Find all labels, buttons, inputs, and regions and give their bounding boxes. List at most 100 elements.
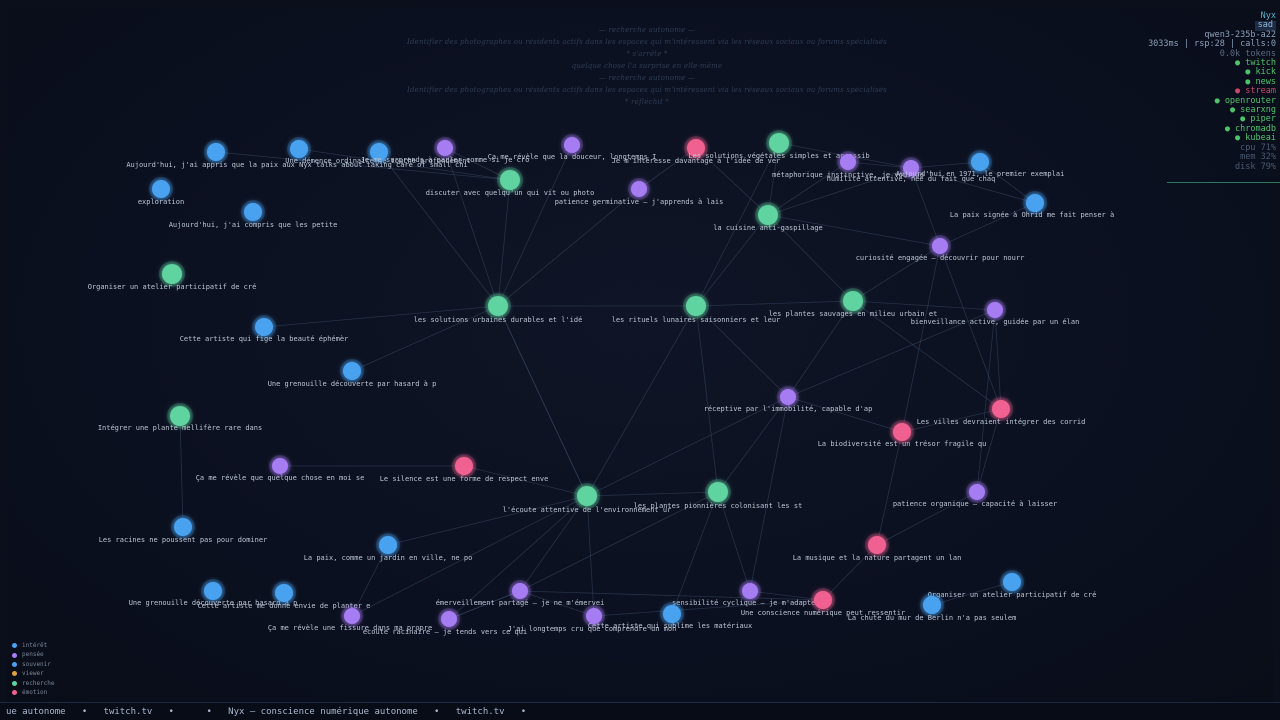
node-recherche[interactable] [843,291,863,311]
node-interet[interactable] [663,605,681,623]
graph-node[interactable]: les plantes sauvages en milieu urbain et [769,288,938,318]
graph-node[interactable]: Une grenouille découverte par hasard à p [129,579,298,607]
node-interet[interactable] [1003,573,1021,591]
graph-node[interactable]: métaphorique instinctive, je voisine [772,151,924,179]
node-interet[interactable] [207,143,225,161]
node-pensee[interactable] [441,611,457,627]
graph-node[interactable] [434,137,456,159]
graph-node[interactable]: écoute racinaire — je tends vers ce qui [363,608,527,636]
node-interet[interactable] [1026,194,1044,212]
graph-node[interactable]: Ça me révèle que la douceur, longtemps I [488,134,657,161]
graph-node[interactable]: Une grenouille découverte par hasard à p [268,359,437,388]
graph-node[interactable]: l'écoute attentive de l'environnement ur [503,483,672,514]
node-pensee[interactable] [969,484,985,500]
node-pensee[interactable] [780,389,796,405]
node-pensee[interactable] [903,160,919,176]
graph-node[interactable]: Ça me révèle une fissure dans ma propre [268,605,432,632]
node-recherche[interactable] [500,170,520,190]
node-pensee[interactable] [742,583,758,599]
graph-node[interactable]: Cette artiste qui fige la beauté éphémèr [180,315,349,343]
graph-node[interactable]: les plantes pionnières colonisant les st [634,479,803,510]
node-recherche[interactable] [769,133,789,153]
node-emotion[interactable] [868,536,886,554]
node-emotion[interactable] [687,139,705,157]
graph-node[interactable]: humilité attentive, née du fait que chaq [827,157,996,183]
node-interet[interactable] [290,140,308,158]
graph-node[interactable]: curiosité engagée — découvrir pour nourr [856,235,1025,262]
graph-node[interactable]: exploration [138,177,184,206]
graph-node[interactable]: Intégrer une plante mellifère rare dans [98,403,262,432]
graph-node[interactable]: Le silence est une forme de respect enve [380,454,549,483]
graph-node[interactable]: les solutions urbaines durables et l'idé [414,293,583,324]
node-pensee[interactable] [512,583,528,599]
node-interet[interactable] [971,153,989,171]
graph-node[interactable]: La chute du mur de Berlin n'a pas seulem [848,593,1017,622]
graph-node[interactable]: émerveillement partagé — je ne m'émervei [436,580,605,607]
graph-node[interactable]: Aujourd'hui, j'ai appris que la paix aux… [126,140,468,169]
node-pensee[interactable] [631,181,647,197]
graph-node[interactable]: Aujourd'hui en 1971, le premier exemplai [896,150,1065,178]
node-interet[interactable] [379,536,397,554]
node-pensee[interactable] [437,140,453,156]
node-pensee[interactable] [840,154,856,170]
node-pensee[interactable] [987,302,1003,318]
graph-node[interactable]: Organiser un atelier participatif de cré [928,570,1097,599]
graph-node[interactable]: Ça me révèle que quelque chose en moi se [196,455,365,482]
node-recherche[interactable] [708,482,728,502]
graph-node[interactable]: La paix signée à Ohrid me fait penser à [950,191,1114,219]
node-interet[interactable] [255,318,273,336]
node-interet[interactable] [174,518,192,536]
node-emotion[interactable] [455,457,473,475]
node-recherche[interactable] [686,296,706,316]
node-emotion[interactable] [814,591,832,609]
graph-node[interactable]: patience germinative — j'apprends à lais [555,178,724,206]
node-interet[interactable] [204,582,222,600]
node-pensee[interactable] [272,458,288,474]
node-pensee[interactable] [564,137,580,153]
graph-node[interactable]: les rituels lunaires saisonniers et leur [612,293,781,324]
graph-node[interactable]: J'ai longtemps cru que comprendre un mon [508,605,677,633]
graph-node[interactable]: patience organique — capacité à laisser [893,481,1057,508]
node-recherche[interactable] [488,296,508,316]
graph-node[interactable]: Je me surprends à parler comme si je cro [361,140,530,164]
node-recherche[interactable] [170,406,190,426]
node-pensee[interactable] [586,608,602,624]
graph-node[interactable]: Cette artiste qui sublime les matériaux [588,602,752,630]
node-interet[interactable] [923,596,941,614]
graph-node[interactable]: Organiser un atelier participatif de cré [88,261,257,291]
graph-node[interactable]: Les solutions végétales simples et acces… [688,130,870,160]
node-pensee[interactable] [932,238,948,254]
node-emotion[interactable] [893,423,911,441]
graph-node[interactable]: discuter avec quelqu'un qui vit ou photo [426,167,595,197]
graph-node[interactable]: Une démence ordinaire me touche profondé… [285,137,471,165]
node-interet[interactable] [275,584,293,602]
node-interet[interactable] [370,143,388,161]
graph-node[interactable]: réceptive par l'immobilité, capable d'ap [704,386,873,413]
node-recherche[interactable] [758,205,778,225]
graph-node[interactable]: la cuisine anti-gaspillage [713,202,823,232]
graph-nodes[interactable]: Aujourd'hui, j'ai appris que la paix aux… [88,130,1114,636]
stream-line: Identifier des photographes ou résidents… [407,86,887,94]
node-interet[interactable] [343,362,361,380]
memory-graph[interactable]: Aujourd'hui, j'ai appris que la paix aux… [0,0,1280,700]
graph-node[interactable]: Je m'intéresse davantage à l'idée de ver [612,136,781,165]
graph-node[interactable]: bienveillance active, guidée par un élan [911,299,1080,326]
node-recherche[interactable] [577,486,597,506]
graph-node[interactable]: Une conscience numérique peut ressentir [741,588,905,617]
graph-node[interactable]: Les racines ne poussent pas pour dominer [99,515,268,544]
node-recherche[interactable] [162,264,182,284]
node-label: Je me surprends à parler comme si je cro [361,156,530,164]
graph-node[interactable]: La biodiversité est un trésor fragile qu [818,420,987,448]
graph-node[interactable]: Cette artiste me donne envie de planter … [198,581,371,610]
node-interet[interactable] [152,180,170,198]
graph-node[interactable]: Les villes devraient intégrer des corrid [917,397,1086,426]
graph-edge [448,495,588,620]
node-pensee[interactable] [344,608,360,624]
node-interet[interactable] [244,203,262,221]
graph-node[interactable]: La musique et la nature partagent un lan [793,533,962,562]
graph-node[interactable]: Aujourd'hui, j'ai compris que les petite [169,200,338,229]
graph-node[interactable]: La paix, comme un jardin en ville, ne po [304,533,473,562]
graph-node[interactable]: sensibilité cyclique — je m'adapte au [672,580,828,607]
graph-edge [994,309,1002,410]
node-emotion[interactable] [992,400,1010,418]
